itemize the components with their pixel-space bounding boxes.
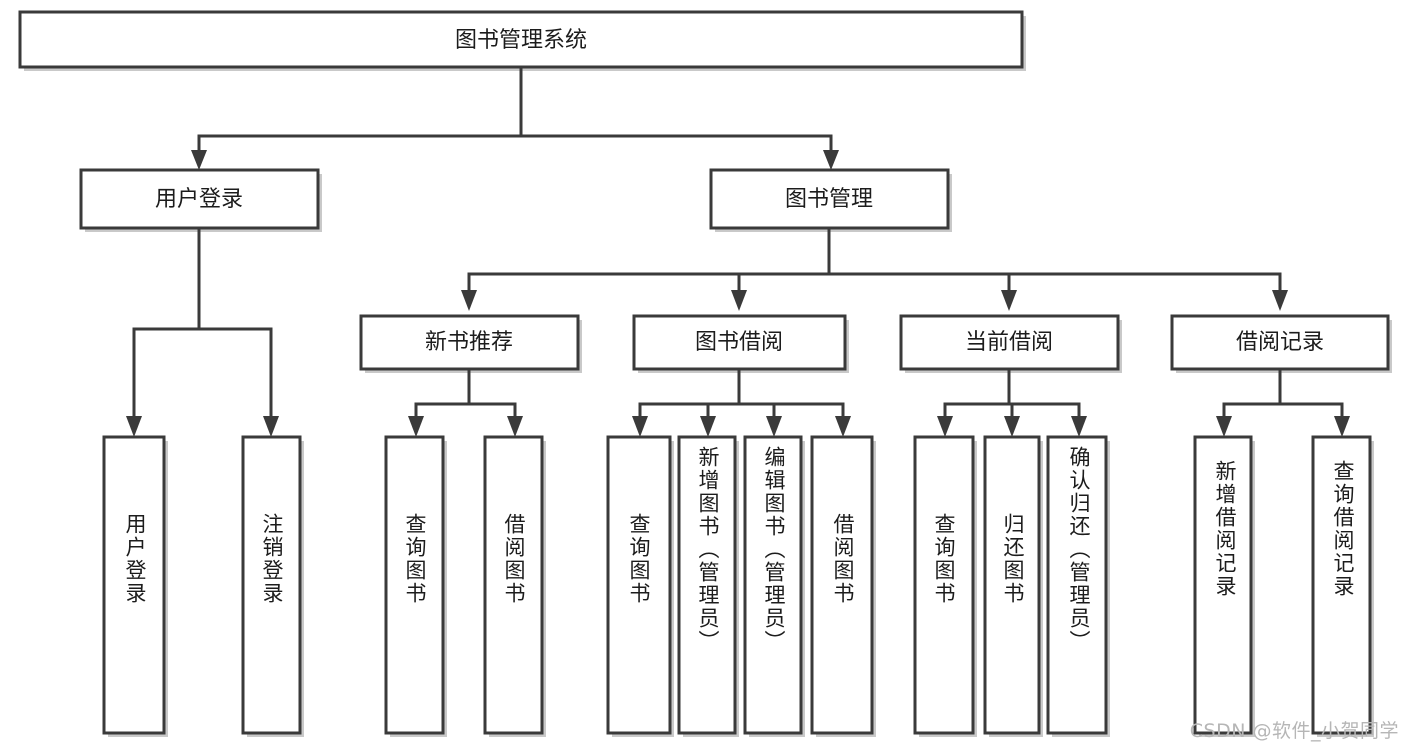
watermark-text: CSDN @软件_小贺同学 [1189, 720, 1399, 742]
node-book-borrow[interactable]: 图书借阅 [632, 314, 849, 373]
arrow-to-new-book-recommend [461, 290, 477, 311]
leaf-node-book-borrow-0[interactable] [606, 435, 674, 737]
edge-user-login-to-leaves [126, 226, 279, 437]
node-borrow-record-label: 借阅记录 [1236, 330, 1324, 355]
node-user-login[interactable]: 用户登录 [79, 168, 322, 232]
arrow-leaf-current-borrow-0 [937, 416, 953, 437]
node-new-book-recommend[interactable]: 新书推荐 [359, 314, 582, 373]
arrow-to-book-borrow [731, 290, 747, 311]
arrow-leaf-book-borrow-3 [835, 416, 851, 437]
arrow-to-current-borrow [1001, 290, 1017, 311]
edge-book-management-to-level3 [461, 226, 1288, 311]
arrow-leaf-borrow-record-1 [1334, 416, 1350, 437]
leaf-node-borrow-record-0[interactable] [1193, 435, 1255, 737]
node-new-book-recommend-label: 新书推荐 [425, 330, 513, 355]
arrow-leaf-user-login-0 [126, 416, 142, 437]
leaf-node-user-login-0[interactable] [102, 435, 168, 737]
node-book-borrow-label: 图书借阅 [695, 330, 783, 355]
arrow-to-user-login [191, 150, 207, 170]
arrow-leaf-book-borrow-2 [766, 416, 782, 437]
node-current-borrow[interactable]: 当前借阅 [899, 314, 1122, 373]
edge-borrow-record-to-leaves [1216, 367, 1350, 437]
node-root-label: 图书管理系统 [455, 28, 587, 53]
leaf-node-book-borrow-1[interactable] [677, 435, 739, 737]
leaf-node-book-borrow-3[interactable] [810, 435, 876, 737]
leaf-node-user-login-1[interactable] [241, 435, 304, 737]
leaf-node-book-borrow-2[interactable] [743, 435, 805, 737]
arrow-leaf-new-book-0 [408, 416, 424, 437]
node-root[interactable]: 图书管理系统 [18, 10, 1026, 71]
node-user-login-label: 用户登录 [155, 187, 243, 212]
arrow-to-borrow-record [1272, 290, 1288, 311]
edge-new-book-recommend-to-leaves [408, 367, 523, 437]
arrow-leaf-book-borrow-0 [632, 416, 648, 437]
node-book-management[interactable]: 图书管理 [709, 168, 952, 232]
edge-book-borrow-to-leaves [632, 367, 851, 437]
edge-root-to-level2 [191, 65, 839, 170]
leaf-node-new-book-0[interactable] [384, 435, 447, 737]
arrow-to-book-management [823, 150, 839, 170]
node-book-management-label: 图书管理 [785, 187, 873, 212]
leaf-node-current-borrow-0[interactable] [913, 435, 977, 737]
node-current-borrow-rect [899, 314, 1120, 371]
edge-current-borrow-to-leaves [937, 367, 1087, 437]
node-new-book-recommend-rect [359, 314, 580, 371]
node-user-login-rect [79, 168, 320, 230]
leaf-node-new-book-1[interactable] [483, 435, 546, 737]
arrow-leaf-book-borrow-1 [700, 416, 716, 437]
arrow-leaf-current-borrow-2 [1071, 416, 1087, 437]
arrow-leaf-current-borrow-1 [1004, 416, 1020, 437]
leaf-node-borrow-record-1[interactable] [1311, 435, 1374, 737]
leaf-node-current-borrow-2[interactable] [1046, 435, 1110, 737]
leaf-node-current-borrow-1[interactable] [983, 435, 1043, 737]
node-borrow-record-rect [1170, 314, 1390, 371]
node-root-rect [18, 10, 1024, 69]
node-borrow-record[interactable]: 借阅记录 [1170, 314, 1392, 373]
node-current-borrow-label: 当前借阅 [965, 330, 1053, 355]
arrow-leaf-new-book-1 [507, 416, 523, 437]
arrow-leaf-user-login-1 [263, 416, 279, 437]
arrow-leaf-borrow-record-0 [1216, 416, 1232, 437]
